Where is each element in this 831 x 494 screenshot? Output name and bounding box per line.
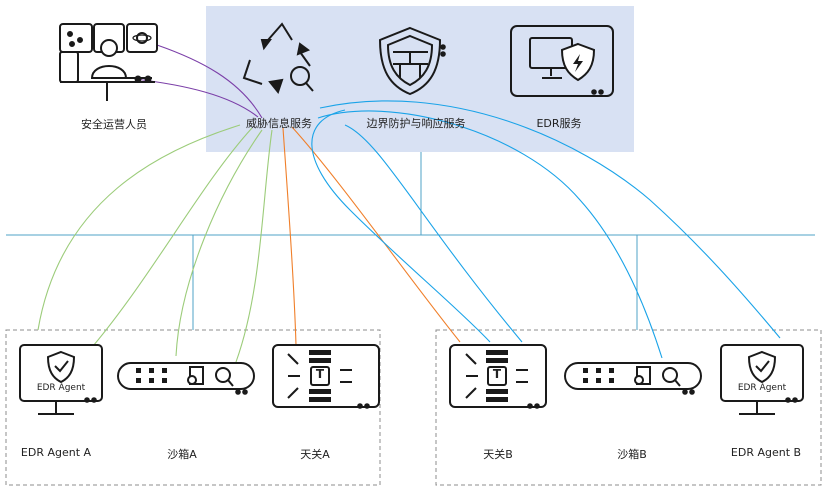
gateway-b-link-4 xyxy=(319,100,781,339)
gateway-a-label: 天关A xyxy=(300,448,330,461)
gateway-a-icon xyxy=(272,344,380,409)
edr-service-label: EDR服务 xyxy=(536,117,582,130)
edr-agent-a-icon xyxy=(19,344,103,415)
edr-agent-b-label: EDR Agent B xyxy=(730,446,802,459)
border-defense-label: 边界防护与响应服务 xyxy=(366,117,466,130)
gateway-a-link-2 xyxy=(291,126,461,343)
site-b-box xyxy=(435,329,822,486)
edr-agent-a-label: EDR Agent A xyxy=(20,446,92,459)
edr-link-3 xyxy=(175,129,263,357)
edr-agent-b-badge: EDR Agent xyxy=(737,383,787,393)
edr-link-4 xyxy=(235,129,273,363)
threat-intel-icon xyxy=(242,22,314,95)
network-lines xyxy=(6,152,815,330)
sandbox-a-label: 沙箱A xyxy=(167,448,197,461)
operator-link-1 xyxy=(156,44,263,119)
gateway-b-label: 天关B xyxy=(483,448,513,461)
gateway-b-link-1 xyxy=(311,109,491,343)
gateway-b-link-3 xyxy=(317,110,663,359)
gateway-b-glyph: T xyxy=(492,367,502,381)
border-defense-icon xyxy=(378,26,446,96)
threat-intel-label: 威胁信息服务 xyxy=(246,117,312,130)
gateway-a-links xyxy=(282,126,461,346)
edr-agent-a-badge: EDR Agent xyxy=(36,383,86,393)
edr-link-1 xyxy=(37,124,241,331)
sandbox-a-icon xyxy=(117,362,255,395)
gateway-b-links xyxy=(311,100,781,359)
sandbox-b-label: 沙箱B xyxy=(617,448,647,461)
site-a-edr-links xyxy=(37,124,273,363)
site-a-box xyxy=(5,329,381,486)
gateway-a-link-1 xyxy=(282,127,297,346)
gateway-b-link-2 xyxy=(344,124,523,343)
edr-service-icon xyxy=(510,25,614,97)
operator-label: 安全运营人员 xyxy=(81,118,147,131)
edr-link-2 xyxy=(87,127,253,353)
gateway-b-icon xyxy=(449,344,547,409)
operator-icon xyxy=(59,23,158,101)
sandbox-b-icon xyxy=(564,362,702,395)
edr-agent-b-icon xyxy=(720,344,804,415)
gateway-a-glyph: T xyxy=(315,367,325,381)
